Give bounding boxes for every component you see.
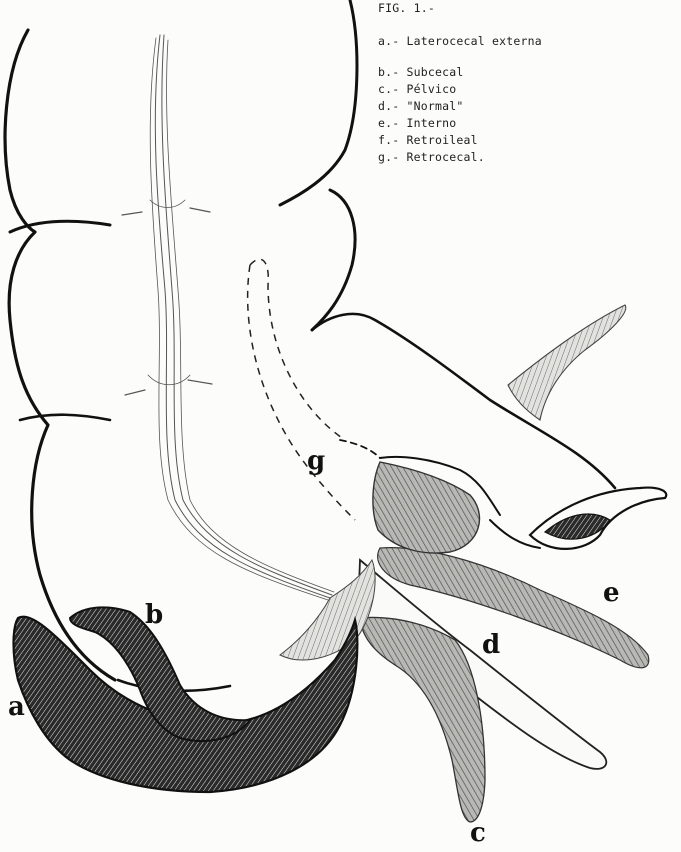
legend-item-f: f.- Retroileal bbox=[378, 132, 542, 149]
label-a: a bbox=[8, 692, 25, 722]
legend-item-a: a.- Laterocecal externa bbox=[378, 33, 542, 50]
appendix-retroileal bbox=[508, 305, 626, 420]
legend-item-g: g.- Retrocecal. bbox=[378, 149, 542, 166]
legend-item-d: d.- "Normal" bbox=[378, 98, 542, 115]
legend-item-e: e.- Interno bbox=[378, 115, 542, 132]
label-d: d bbox=[482, 630, 500, 660]
figure-title: FIG. 1.- bbox=[378, 0, 542, 17]
label-c: c bbox=[470, 818, 486, 848]
ileocecal-junction bbox=[373, 462, 480, 553]
label-e: e bbox=[603, 578, 620, 608]
ileum bbox=[530, 488, 666, 549]
label-b: b bbox=[145, 600, 163, 630]
label-g: g bbox=[307, 446, 325, 476]
legend-item-c: c.- Pélvico bbox=[378, 81, 542, 98]
figure-legend: FIG. 1.- a.- Laterocecal externa b.- Sub… bbox=[378, 0, 542, 166]
taenia-coli bbox=[122, 35, 334, 600]
legend-item-b: b.- Subcecal bbox=[378, 64, 542, 81]
cecum-base bbox=[280, 560, 375, 660]
